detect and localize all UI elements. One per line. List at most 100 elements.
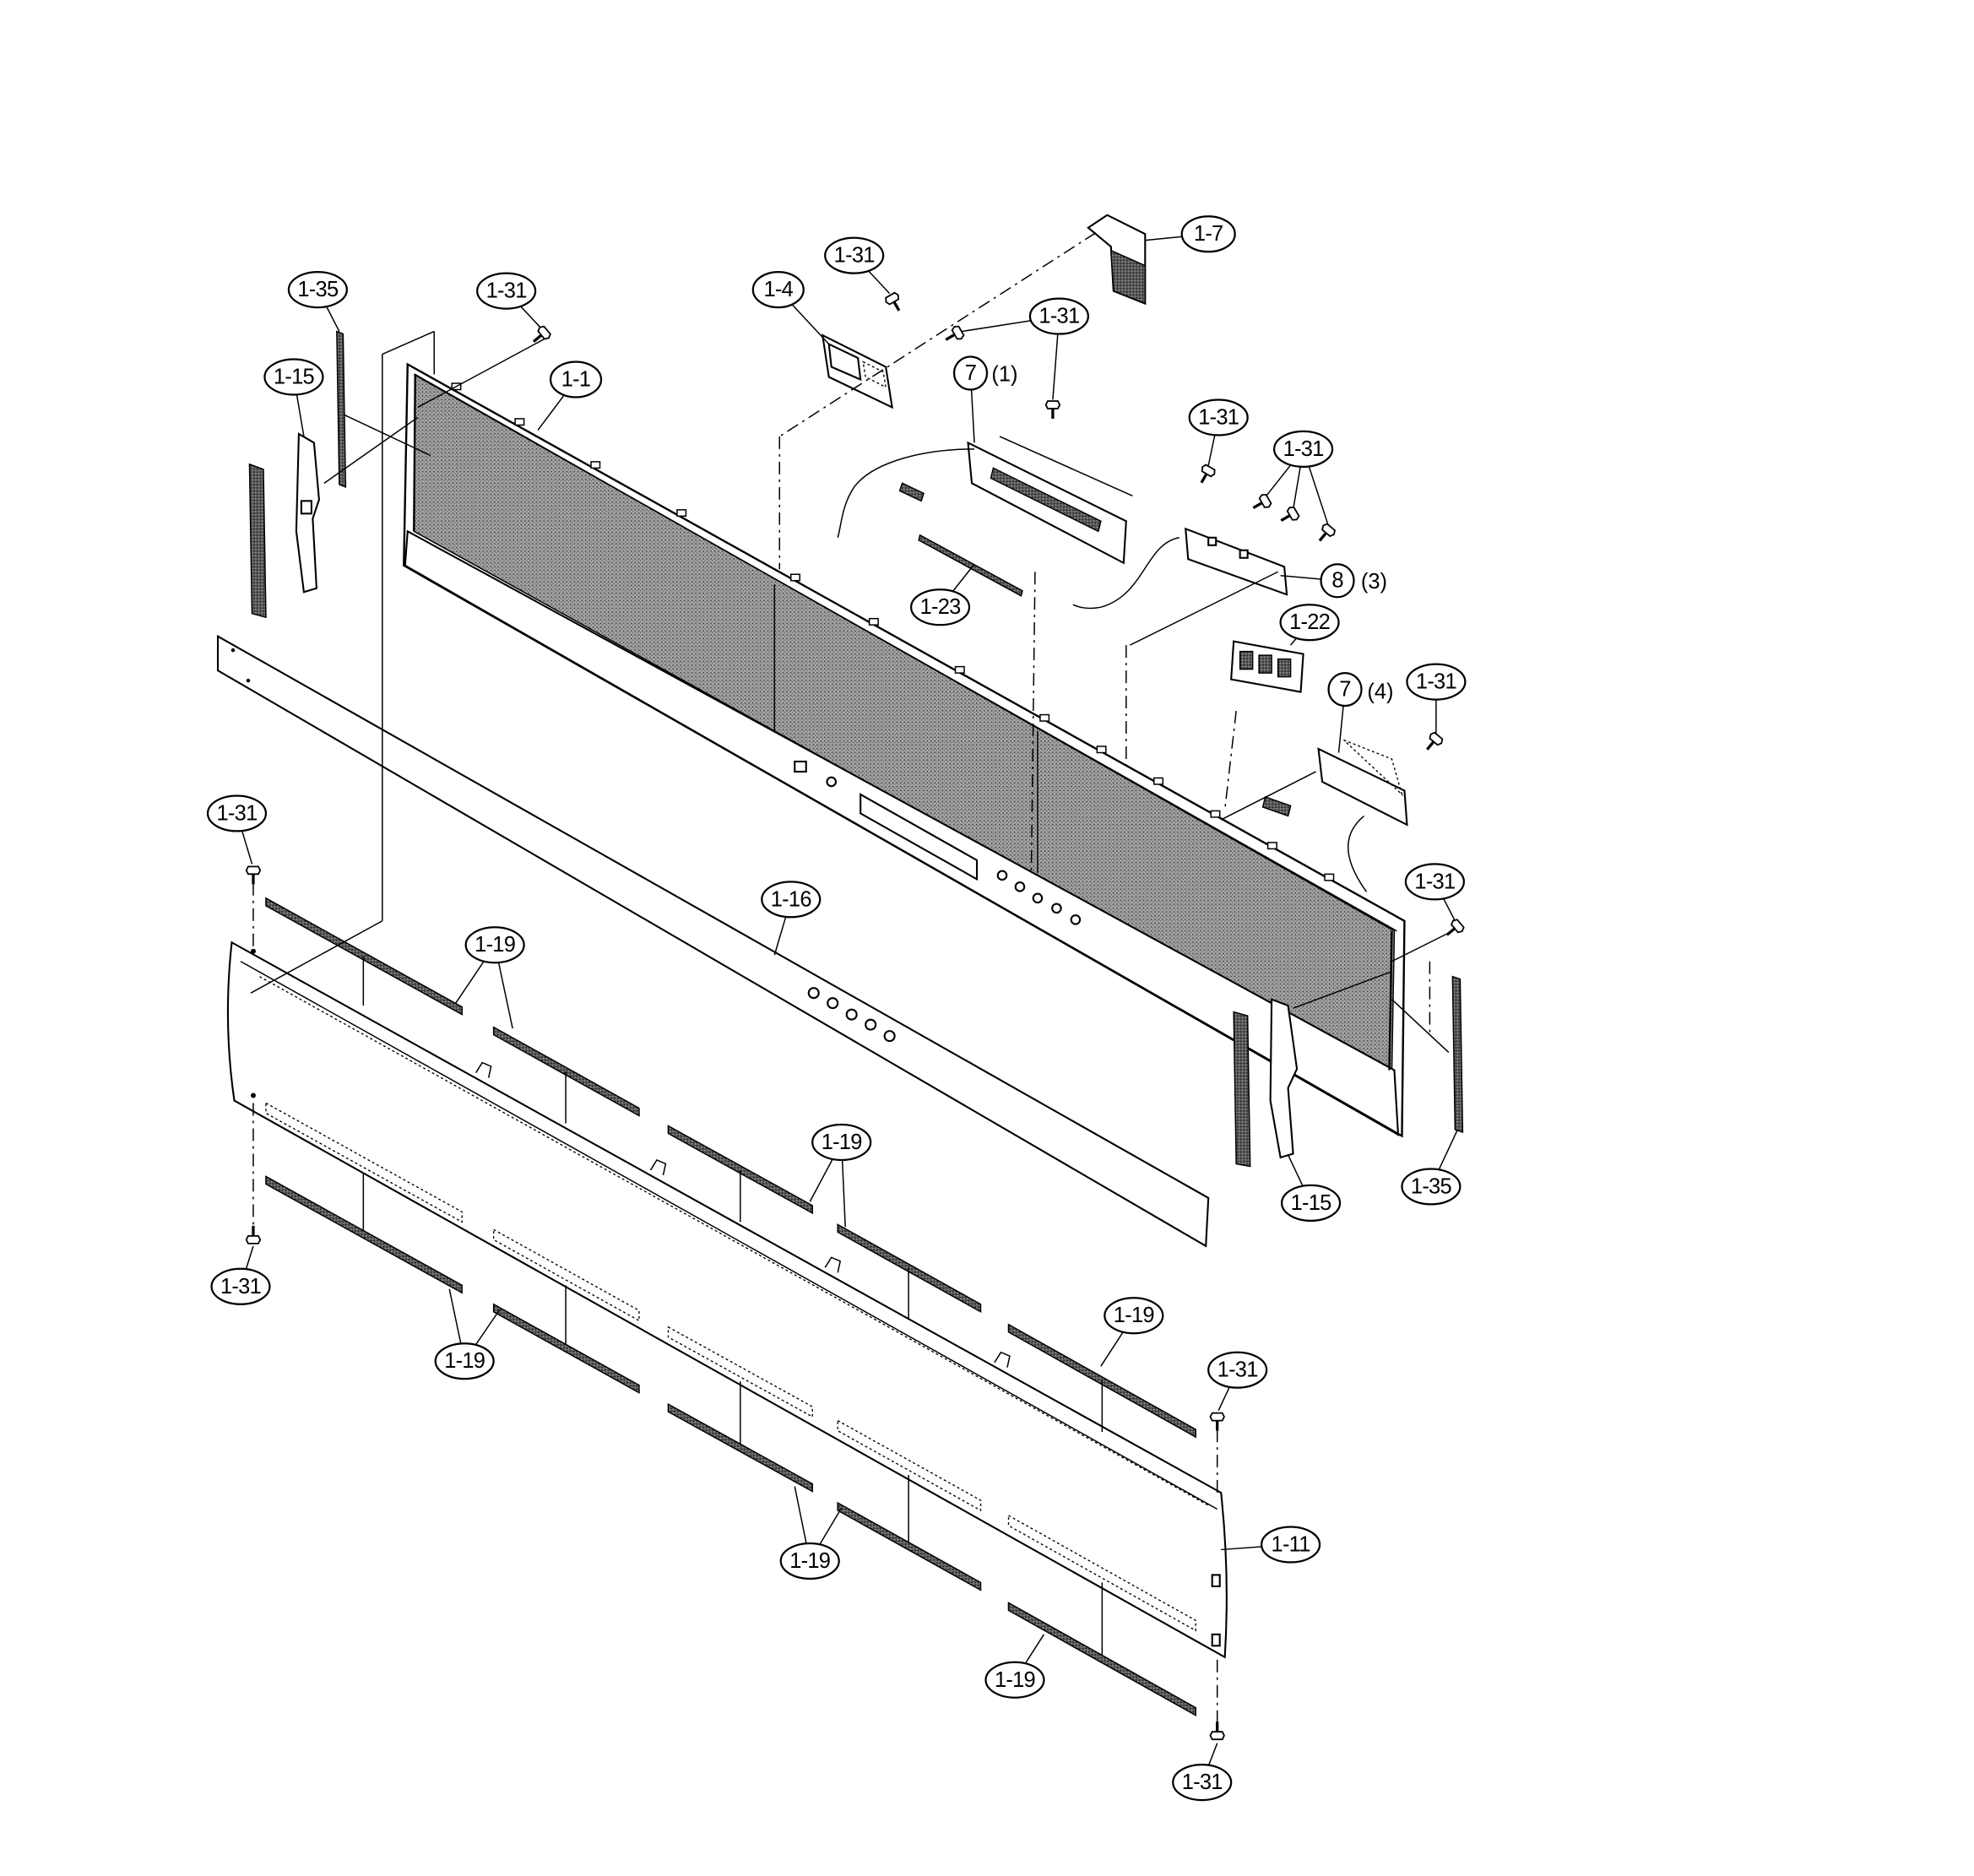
tab	[954, 665, 965, 674]
slot	[837, 1419, 982, 1512]
notch	[475, 1061, 492, 1078]
callout: 1-31	[824, 236, 891, 295]
callout-label: 1-16	[771, 887, 812, 911]
tab	[1210, 810, 1221, 818]
board-cable	[837, 448, 975, 538]
jack-board	[1317, 747, 1408, 827]
strip-mark	[230, 648, 236, 653]
callout-label: 1-19	[444, 1349, 485, 1373]
callout-label: 1-19	[1114, 1304, 1154, 1327]
assembly-line	[382, 330, 435, 355]
callout-bubble	[206, 794, 268, 832]
screw-icon	[1044, 399, 1061, 420]
callout: 1-19	[455, 926, 525, 1029]
slot	[1007, 1514, 1196, 1632]
strip-connector-lines	[362, 956, 1104, 1655]
callout-label: 1-31	[1182, 1770, 1223, 1794]
callout-bubble	[1401, 1168, 1462, 1206]
assembly-line	[1293, 971, 1392, 1009]
panel-button-hole	[794, 760, 807, 773]
cushion-strips	[265, 897, 1196, 1716]
knob-slot	[1258, 654, 1272, 674]
callout-label: 1-23	[920, 595, 962, 619]
assembly-line	[250, 920, 383, 994]
callout-bubble	[1180, 215, 1236, 253]
callout: 1-11	[1221, 1526, 1321, 1564]
screw-icon	[1440, 916, 1467, 942]
jack-cable	[1347, 815, 1368, 892]
panel-top-tabs	[451, 382, 1335, 881]
callout-label: 1-19	[475, 933, 515, 957]
callout-label: 1-31	[1283, 437, 1324, 461]
board-connector	[898, 482, 925, 502]
callout-bubble	[1406, 663, 1467, 701]
panel-display-window	[860, 793, 979, 881]
assembly-line	[1220, 771, 1316, 821]
left-thin-strip	[336, 330, 347, 488]
cover-slot-row	[259, 976, 1209, 1506]
callout: 1-15	[263, 358, 324, 437]
callout: 1-16	[761, 881, 822, 956]
callout-bubble	[751, 271, 805, 309]
switch-cable	[1072, 537, 1180, 610]
callout-label: 1-31	[1414, 870, 1455, 893]
callout-bubble	[549, 361, 603, 399]
tab	[1153, 777, 1164, 785]
screw-icon	[1208, 1411, 1226, 1433]
board-slot-strip	[990, 467, 1102, 533]
callout-bubble	[263, 358, 324, 396]
notch	[649, 1159, 667, 1176]
callout-quantity: (1)	[991, 363, 1017, 387]
cushion-strip	[492, 1026, 640, 1117]
callout-label: 1-19	[822, 1130, 862, 1154]
cushion-strip	[492, 1303, 640, 1394]
callout-bubble	[761, 881, 822, 919]
callout-label: 1-19	[995, 1668, 1035, 1692]
screw-icon	[882, 290, 907, 316]
panel-hole	[1032, 892, 1044, 904]
panel-left-rim	[413, 374, 416, 532]
cushion-strip	[667, 1402, 813, 1493]
callout: 7 (1)	[952, 355, 1018, 443]
right-dark-strip	[1233, 1011, 1251, 1168]
callout: 1-1	[537, 361, 603, 431]
callout-label: 1-11	[1272, 1532, 1310, 1556]
callout-bubble	[1320, 563, 1355, 599]
switch-component	[1207, 536, 1217, 546]
callout-label: 7	[1339, 678, 1350, 702]
callout-label: 1-31	[1217, 1358, 1258, 1382]
callout-bubble	[779, 1542, 840, 1581]
cover-notches	[475, 1061, 1011, 1368]
strip-body	[216, 634, 1210, 1248]
top-assembly-parts	[778, 214, 1408, 892]
cushion-strip	[667, 1125, 813, 1215]
callout-bubble	[1327, 671, 1363, 708]
cover-fold-line	[240, 961, 1218, 1510]
strip-mark	[246, 678, 251, 683]
callout-label: 1-31	[834, 244, 875, 268]
screw-icon	[1420, 729, 1445, 756]
callout: 1-35	[287, 271, 348, 332]
callout-bubble	[952, 355, 989, 391]
callout: 1-4	[751, 271, 830, 345]
screw-icon	[1312, 521, 1338, 547]
main-mesh-panel	[403, 362, 1406, 1138]
panel-hole	[1014, 881, 1026, 892]
callout-bubble	[984, 1661, 1045, 1699]
callout-label: 8	[1331, 569, 1343, 593]
assembly-line	[778, 232, 1097, 437]
panel-hole	[826, 776, 838, 788]
left-dark-strip	[248, 463, 267, 619]
cover-body	[226, 941, 1228, 1659]
screw-icon	[1208, 1720, 1226, 1741]
callout-bubble	[1279, 604, 1340, 642]
knob-slot	[1277, 658, 1292, 678]
callout-label: 1-31	[1198, 405, 1239, 429]
callout: 1-31	[476, 272, 543, 330]
switch-board	[1185, 527, 1288, 596]
callout: 1-19	[434, 1288, 501, 1380]
knob-slot	[1239, 650, 1254, 670]
tab	[590, 461, 601, 469]
tab	[790, 573, 800, 582]
